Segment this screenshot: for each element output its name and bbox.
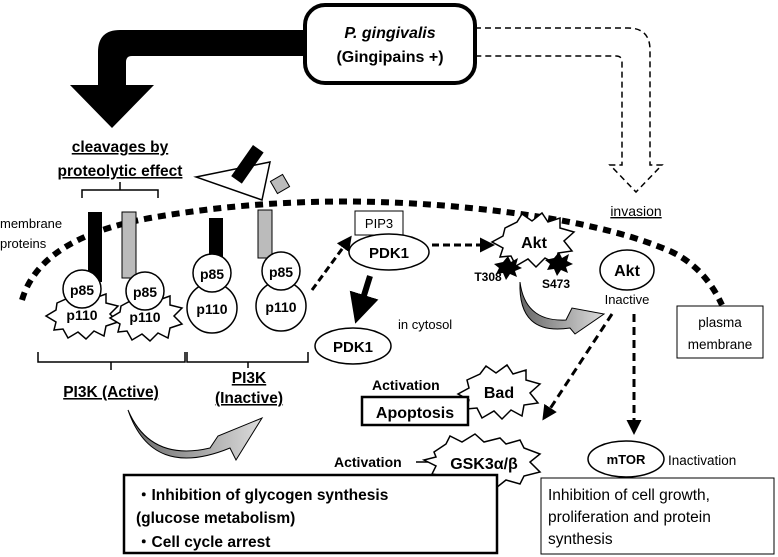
pdk1-translocation-arrow [349, 275, 379, 324]
svg-text:Inhibition of cell growth,: Inhibition of cell growth, [548, 487, 710, 504]
pi3k-inactive-brace [186, 352, 309, 368]
mtor-node [587, 440, 665, 478]
cleaved-protein-black [209, 218, 223, 258]
cleaved-fragment-gray [269, 173, 291, 195]
pi3k-active-label: PI3K (Active) [63, 384, 159, 401]
membrane-protein-gray [121, 211, 137, 279]
svg-text:proliferation and protein: proliferation and protein [548, 509, 711, 526]
akt-inactive-label: Inactive [605, 292, 650, 307]
akt-to-bad-arrow [542, 313, 614, 421]
svg-text:Bad: Bad [484, 385, 514, 402]
svg-text:Akt: Akt [614, 263, 640, 280]
svg-text:Akt: Akt [521, 235, 547, 252]
phospho-t308-icon [494, 256, 522, 280]
invasion-label: invasion [610, 203, 661, 219]
akt-inactive-node [599, 249, 655, 291]
membrane-protein-black [88, 212, 102, 282]
akt-active-node: Akt [490, 211, 576, 269]
akt-inactivation-arrow [519, 281, 606, 335]
pi3k-inactivation-arrow [127, 409, 264, 462]
svg-text:PI3K: PI3K [232, 370, 267, 387]
svg-text:mTOR: mTOR [607, 452, 646, 467]
glycogen-outcome-box: ・Inhibition of glycogen synthesis (gluco… [122, 473, 499, 555]
svg-text:GSK3α/β: GSK3α/β [450, 456, 518, 473]
svg-text:PDK1: PDK1 [369, 245, 409, 262]
svg-text:synthesis: synthesis [548, 531, 613, 548]
gsk3-activation-label: Activation [334, 454, 402, 470]
plasma-membrane-box [676, 305, 764, 359]
mtor-inactivation-label: Inactivation [668, 453, 736, 468]
svg-text:p85: p85 [133, 284, 157, 300]
svg-text:cleavages by: cleavages by [72, 139, 169, 156]
phospho-s473-icon [545, 252, 573, 276]
growth-outcome-box: Inhibition of cell growth, proliferation… [540, 477, 775, 555]
cleavage-brace [81, 182, 159, 198]
svg-text:p110: p110 [265, 299, 296, 315]
pip3-box [354, 210, 404, 236]
pi3k-active-complex-1: p85 p110 [44, 269, 120, 341]
pi3k-active-brace [37, 352, 186, 370]
bad-activation-label: Activation [372, 377, 440, 393]
svg-text:membrane: membrane [0, 216, 62, 231]
s473-label: S473 [542, 277, 570, 291]
svg-text:p85: p85 [269, 264, 293, 280]
cleaved-fragment-black [231, 144, 264, 184]
pi3k-inactive-label: PI3K (Inactive) [215, 370, 283, 407]
svg-text:(Inactive): (Inactive) [215, 390, 283, 407]
source-line1: P. gingivalis [344, 25, 435, 42]
svg-text:p85: p85 [70, 282, 94, 298]
pi3k-active-complex-2: p85 p110 [108, 271, 184, 343]
svg-text:proteins: proteins [0, 236, 47, 251]
svg-text:proteolytic effect: proteolytic effect [58, 163, 183, 180]
svg-text:PDK1: PDK1 [333, 339, 373, 356]
cleavage-arrow [70, 30, 305, 128]
invasion-arrow [475, 27, 664, 194]
pi3k-to-pip3-arrow [310, 235, 352, 291]
in-cytosol-label: in cytosol [398, 317, 452, 332]
membrane-proteins-label: membrane proteins [0, 216, 62, 251]
t308-label: T308 [474, 270, 502, 284]
pi3k-inactive-complex-1: p85 p110 [186, 253, 238, 334]
apoptosis-label: Apoptosis [376, 405, 454, 422]
source-line2: (Gingipains +) [336, 49, 443, 66]
pi3k-inactive-complex-2: p85 p110 [255, 251, 307, 332]
svg-text:(glucose metabolism): (glucose metabolism) [136, 510, 295, 527]
svg-text:p110: p110 [196, 301, 227, 317]
svg-text:p85: p85 [200, 266, 224, 282]
svg-text:・Cell cycle arrest: ・Cell cycle arrest [136, 534, 270, 551]
svg-text:membrane: membrane [688, 337, 753, 352]
svg-text:p110: p110 [129, 309, 160, 325]
pip3-label: PIP3 [365, 216, 393, 231]
svg-text:p110: p110 [66, 307, 97, 323]
source-box: P. gingivalis (Gingipains +) [303, 3, 477, 85]
cleavage-label: cleavages by proteolytic effect [58, 139, 183, 180]
cleaved-protein-gray [257, 209, 273, 259]
svg-text:・Inhibition of glycogen synthe: ・Inhibition of glycogen synthesis [136, 487, 388, 504]
pdk1-cytosol-node [314, 327, 392, 365]
pdk1-membrane-node [348, 233, 430, 271]
protease-wedge [193, 161, 271, 201]
apoptosis-box [360, 395, 470, 427]
svg-text:plasma: plasma [698, 315, 742, 330]
